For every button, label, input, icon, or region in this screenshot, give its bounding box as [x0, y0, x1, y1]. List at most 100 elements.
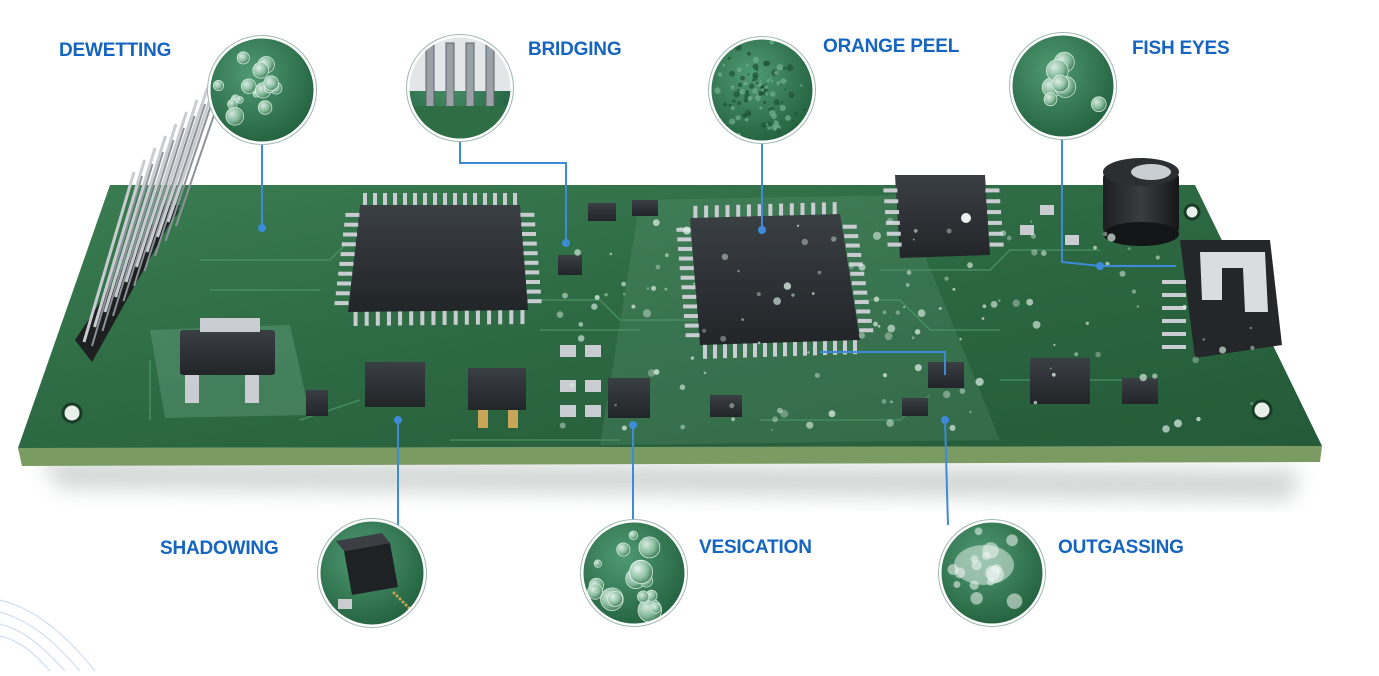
chip-pin — [520, 310, 525, 325]
coating-bubble — [693, 282, 696, 285]
chip-pin — [743, 343, 747, 358]
magnifier-vesication — [580, 519, 688, 627]
callout-line-bridging — [459, 130, 567, 243]
chip-pin — [335, 291, 350, 296]
chip-pin — [498, 310, 503, 325]
chip-pin — [833, 340, 837, 355]
coating-bubble — [559, 422, 566, 429]
coating-bubble — [967, 262, 973, 269]
coating-bubble — [912, 238, 915, 241]
chip-pin — [821, 202, 826, 215]
chip-pin — [420, 311, 425, 326]
header-pin — [103, 147, 157, 313]
chip-pin — [703, 344, 707, 359]
chip-pin — [679, 266, 694, 271]
chip-pin — [442, 310, 447, 325]
chip-pin — [339, 261, 354, 266]
chip-pin — [789, 203, 794, 216]
coating-bubble — [959, 388, 966, 394]
header-pin — [145, 99, 199, 253]
chip-pin — [341, 242, 356, 247]
coating-bubble — [690, 356, 695, 360]
chip-pin — [844, 234, 859, 239]
chip-pin — [345, 212, 360, 217]
coating-bubble — [642, 309, 652, 318]
connector-pin — [1162, 332, 1186, 336]
chip-pin — [386, 311, 391, 326]
coating-bubble — [887, 217, 894, 224]
coating-bubble — [756, 292, 761, 297]
coating-bubble — [944, 276, 949, 281]
qfp-chip-left — [334, 193, 542, 326]
decorative-swirl — [0, 599, 96, 672]
header-pin — [156, 87, 209, 238]
coating-bubble — [1155, 255, 1160, 260]
coating-bubble — [1074, 352, 1079, 357]
coating-bubble — [905, 283, 910, 287]
chip-pin — [853, 290, 868, 295]
coating-bubble — [680, 226, 683, 230]
chip-pin — [526, 289, 541, 294]
connector-pin — [1162, 319, 1186, 323]
coating-bubble — [969, 410, 972, 413]
mounting-hole — [1183, 203, 1201, 221]
coating-bubble — [1102, 231, 1108, 237]
magnifier-shadowing — [317, 518, 427, 628]
chip-pin — [857, 318, 872, 323]
defect-label-shadowing: SHADOWING — [160, 538, 279, 559]
connector-right — [1162, 240, 1282, 358]
coating-bubble — [1250, 402, 1254, 406]
chip-pin — [757, 204, 762, 217]
coating-bubble — [814, 372, 820, 378]
header-pin — [112, 151, 164, 317]
callout-line-fish-eyes — [1061, 138, 1176, 267]
chip-pin — [337, 281, 351, 286]
coating-bubble — [702, 328, 707, 333]
chip-pin — [383, 193, 387, 205]
chip-pin — [524, 260, 539, 265]
coating-bubble — [1162, 425, 1170, 433]
chip-pin — [526, 280, 540, 284]
chip-pin — [413, 193, 417, 205]
coating-bubble — [652, 219, 660, 227]
coating-bubble — [680, 424, 686, 430]
chip-pin — [338, 271, 353, 276]
chip-pin — [773, 342, 777, 357]
coating-bubble — [679, 384, 686, 391]
coating-bubble — [1000, 230, 1007, 237]
coating-bubble — [655, 264, 661, 270]
chip-pin — [682, 294, 697, 299]
coating-bubble — [998, 299, 1001, 303]
coating-bubble — [1174, 419, 1182, 428]
chip-pin — [431, 311, 436, 326]
coating-bubble — [773, 297, 781, 305]
defect-label-dewetting: DEWETTING — [59, 40, 172, 61]
coating-bubble — [631, 304, 636, 309]
coating-bubble — [817, 270, 822, 275]
chip-pin — [483, 193, 487, 205]
chip-pin — [851, 281, 866, 286]
chip-pin — [987, 220, 1002, 225]
coating-bubble — [895, 310, 900, 315]
chip-pin — [704, 205, 709, 218]
coating-bubble — [653, 369, 660, 375]
chip-pin — [521, 222, 536, 227]
coating-bubble — [1030, 233, 1036, 239]
connector-pin — [1162, 345, 1186, 349]
chip-pin — [373, 193, 377, 205]
coating-bubble — [959, 337, 962, 341]
coating-bubble — [721, 253, 729, 260]
chip-pin — [522, 241, 537, 246]
coating-bubble — [877, 325, 881, 328]
chip-pin — [763, 342, 767, 357]
coating-bubble — [1033, 400, 1038, 405]
coating-bubble — [858, 332, 866, 339]
header-pin — [143, 115, 196, 272]
coating-bubble — [569, 382, 575, 388]
coating-bubble — [562, 292, 568, 299]
chip-pin — [811, 202, 816, 215]
coating-bubble — [1119, 270, 1126, 277]
chip-pin — [886, 231, 901, 236]
defect-label-bridging: BRIDGING — [528, 39, 622, 60]
